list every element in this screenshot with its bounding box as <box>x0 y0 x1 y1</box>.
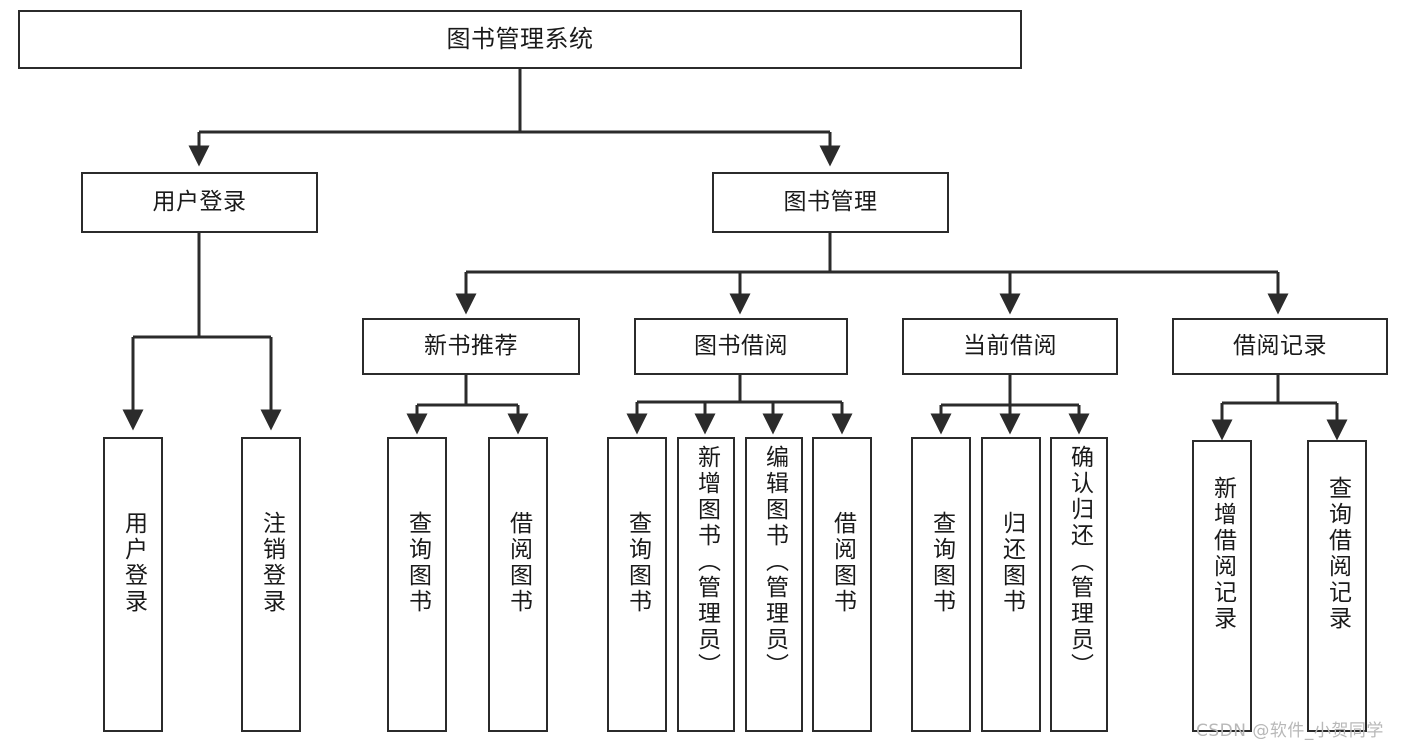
node-label: 归还图书 <box>998 511 1025 615</box>
node-label: 查询图书 <box>624 511 651 615</box>
node-label: 确认归还（管理员） <box>1066 445 1093 679</box>
leaf-return-book[interactable]: 归还图书 <box>981 437 1041 732</box>
node-label: 新书推荐 <box>424 332 518 359</box>
node-label: 借阅记录 <box>1233 332 1327 359</box>
leaf-query-book-new[interactable]: 查询图书 <box>387 437 447 732</box>
node-label: 借阅图书 <box>829 511 856 615</box>
node-label: 借阅图书 <box>505 511 532 615</box>
leaf-borrow-book-new[interactable]: 借阅图书 <box>488 437 548 732</box>
leaf-add-borrow-record[interactable]: 新增借阅记录 <box>1192 440 1252 732</box>
node-new-book-recommend[interactable]: 新书推荐 <box>362 318 580 375</box>
node-label: 编辑图书（管理员） <box>761 445 788 679</box>
node-book-borrow[interactable]: 图书借阅 <box>634 318 848 375</box>
node-label: 用户登录 <box>120 511 147 615</box>
leaf-user-login[interactable]: 用户登录 <box>103 437 163 732</box>
leaf-query-borrow-record[interactable]: 查询借阅记录 <box>1307 440 1367 732</box>
leaf-confirm-return-admin[interactable]: 确认归还（管理员） <box>1050 437 1108 732</box>
node-label: 注销登录 <box>258 511 285 615</box>
node-borrow-record[interactable]: 借阅记录 <box>1172 318 1388 375</box>
csdn-watermark: CSDN @软件_小贺同学 <box>1196 721 1384 741</box>
leaf-query-book-borrow[interactable]: 查询图书 <box>607 437 667 732</box>
node-user-login[interactable]: 用户登录 <box>81 172 318 233</box>
node-label: 查询图书 <box>404 511 431 615</box>
node-root-system[interactable]: 图书管理系统 <box>18 10 1022 69</box>
node-book-management[interactable]: 图书管理 <box>712 172 949 233</box>
leaf-user-logout[interactable]: 注销登录 <box>241 437 301 732</box>
node-label: 新增借阅记录 <box>1209 476 1236 632</box>
node-label: 图书借阅 <box>694 332 788 359</box>
node-label: 图书管理 <box>783 188 878 215</box>
node-label: 查询图书 <box>928 511 955 615</box>
node-label: 当前借阅 <box>963 332 1057 359</box>
node-label: 新增图书（管理员） <box>693 445 720 679</box>
leaf-borrow-book[interactable]: 借阅图书 <box>812 437 872 732</box>
node-current-borrow[interactable]: 当前借阅 <box>902 318 1118 375</box>
node-label: 查询借阅记录 <box>1324 476 1351 632</box>
leaf-edit-book-admin[interactable]: 编辑图书（管理员） <box>745 437 803 732</box>
node-label: 图书管理系统 <box>446 25 594 54</box>
node-label: 用户登录 <box>152 188 247 215</box>
leaf-add-book-admin[interactable]: 新增图书（管理员） <box>677 437 735 732</box>
leaf-query-book-current[interactable]: 查询图书 <box>911 437 971 732</box>
